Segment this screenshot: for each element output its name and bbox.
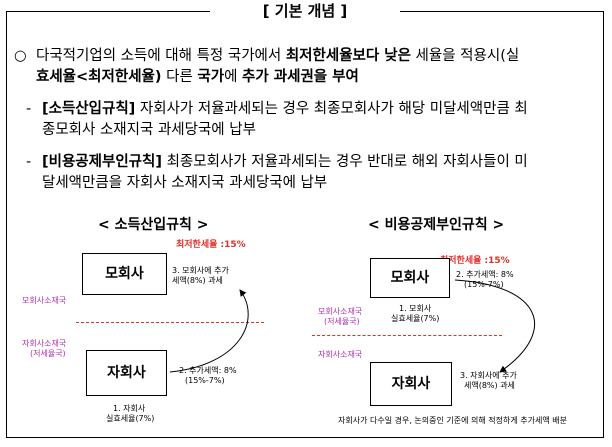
- right-step2-line1: 2. 추가세액: 8%: [456, 270, 514, 279]
- right-diagram-title: < 비용공제부인규칙 >: [368, 217, 505, 233]
- intro-line-2: 효세율<최저한세율) 다른 국가에 추가 과세권을 부여: [36, 67, 359, 88]
- iir-line-1: [소득산입규칙] 자회사가 저율과세되는 경우 최종모회사가 해당 미달세액만큼…: [42, 99, 528, 120]
- right-parent-country-2: (저세율국): [324, 317, 360, 326]
- intro-bold-2: 효세율<최저한세율): [36, 69, 162, 85]
- intro-line-1: 다국적기업의 소득에 대해 특정 국가에서 최저한세율보다 낮은 세율을 적용시…: [36, 46, 604, 67]
- right-parent-country-1: 모회사소재국: [318, 307, 363, 316]
- left-child-box: 자회사: [86, 350, 167, 396]
- left-parent-box: 모회사: [82, 253, 167, 295]
- left-step3-line2: 세액(8%) 과세: [172, 276, 223, 285]
- right-child-country: 자회사소재국: [318, 350, 363, 359]
- right-step1-line1: 1. 모회사: [399, 304, 432, 313]
- left-step2-line1: 2. 추가세액: 8%: [179, 366, 237, 375]
- iir-line-2: 종모회사 소재지국 과세당국에 납부: [42, 122, 256, 138]
- iir-text-1: 자회사가 저율과세되는 경우 최종모회사가 해당 미달세액만큼 최: [135, 101, 528, 117]
- left-diagram-title: < 소득산입규칙 >: [98, 217, 209, 233]
- left-step2-line2: (15%-7%): [185, 376, 225, 385]
- iir-dash: -: [26, 101, 32, 117]
- intro-text-4: 에: [224, 69, 243, 85]
- utpr-dash: -: [26, 154, 32, 170]
- utpr-text-1: 최종모회사가 저율과세되는 경우 반대로 해외 자회사들이 미: [161, 154, 528, 170]
- section-title: [ 기본 개념 ]: [210, 0, 400, 22]
- left-step1-line2: 실효세율(7%): [106, 414, 155, 423]
- left-arrow-up: [169, 289, 249, 373]
- right-border-line: [312, 335, 502, 336]
- right-step2-line2: (15%-7%): [464, 280, 504, 289]
- intro-bold-3: 국가: [197, 69, 225, 85]
- intro-bullet: ○: [14, 48, 27, 64]
- utpr-label: [비용공제부인규칙]: [42, 154, 162, 170]
- left-parent-country: 모회사소재국: [22, 296, 67, 305]
- intro-text-3: 다른: [161, 69, 198, 85]
- right-step3-line1: 3. 자회사에 추가: [460, 371, 517, 380]
- right-child-box: 자회사: [370, 362, 452, 406]
- left-min-rate: 최저한세율 :15%: [176, 240, 246, 250]
- intro-text-1: 다국적기업의 소득에 대해 특정 국가에서: [36, 48, 286, 64]
- right-step1-line2: 실효세율(7%): [391, 314, 440, 323]
- intro-bold-1: 최저한세율보다 낮은: [285, 48, 411, 64]
- right-step3-line2: 세액(8%) 과세: [464, 381, 515, 390]
- right-parent-box: 모회사: [370, 258, 450, 298]
- left-child-country-2: (저세율국): [30, 349, 66, 358]
- intro-bold-4: 추가 과세권을 부여: [242, 69, 359, 85]
- utpr-line-1: [비용공제부인규칙] 최종모회사가 저율과세되는 경우 반대로 해외 자회사들이…: [42, 152, 528, 173]
- right-footnote: 자회사가 다수일 경우, 논의중인 기준에 의해 적정하게 추가세액 배분: [338, 416, 567, 425]
- intro-text-2: 세율을 적용시(실: [410, 48, 520, 64]
- left-step3-line1: 3. 모회사에 추가: [172, 266, 229, 275]
- iir-label: [소득산입규칙]: [42, 101, 136, 117]
- left-step1-line1: 1. 자회사: [113, 404, 146, 413]
- right-arrow-down: [454, 279, 536, 373]
- left-child-country-1: 자회사소재국: [22, 339, 67, 348]
- utpr-line-2: 달세액만큼을 자회사 소재지국 과세당국에 납부: [42, 175, 328, 191]
- left-border-line: [76, 322, 264, 323]
- right-min-rate: 최저한세율 :15%: [440, 256, 510, 266]
